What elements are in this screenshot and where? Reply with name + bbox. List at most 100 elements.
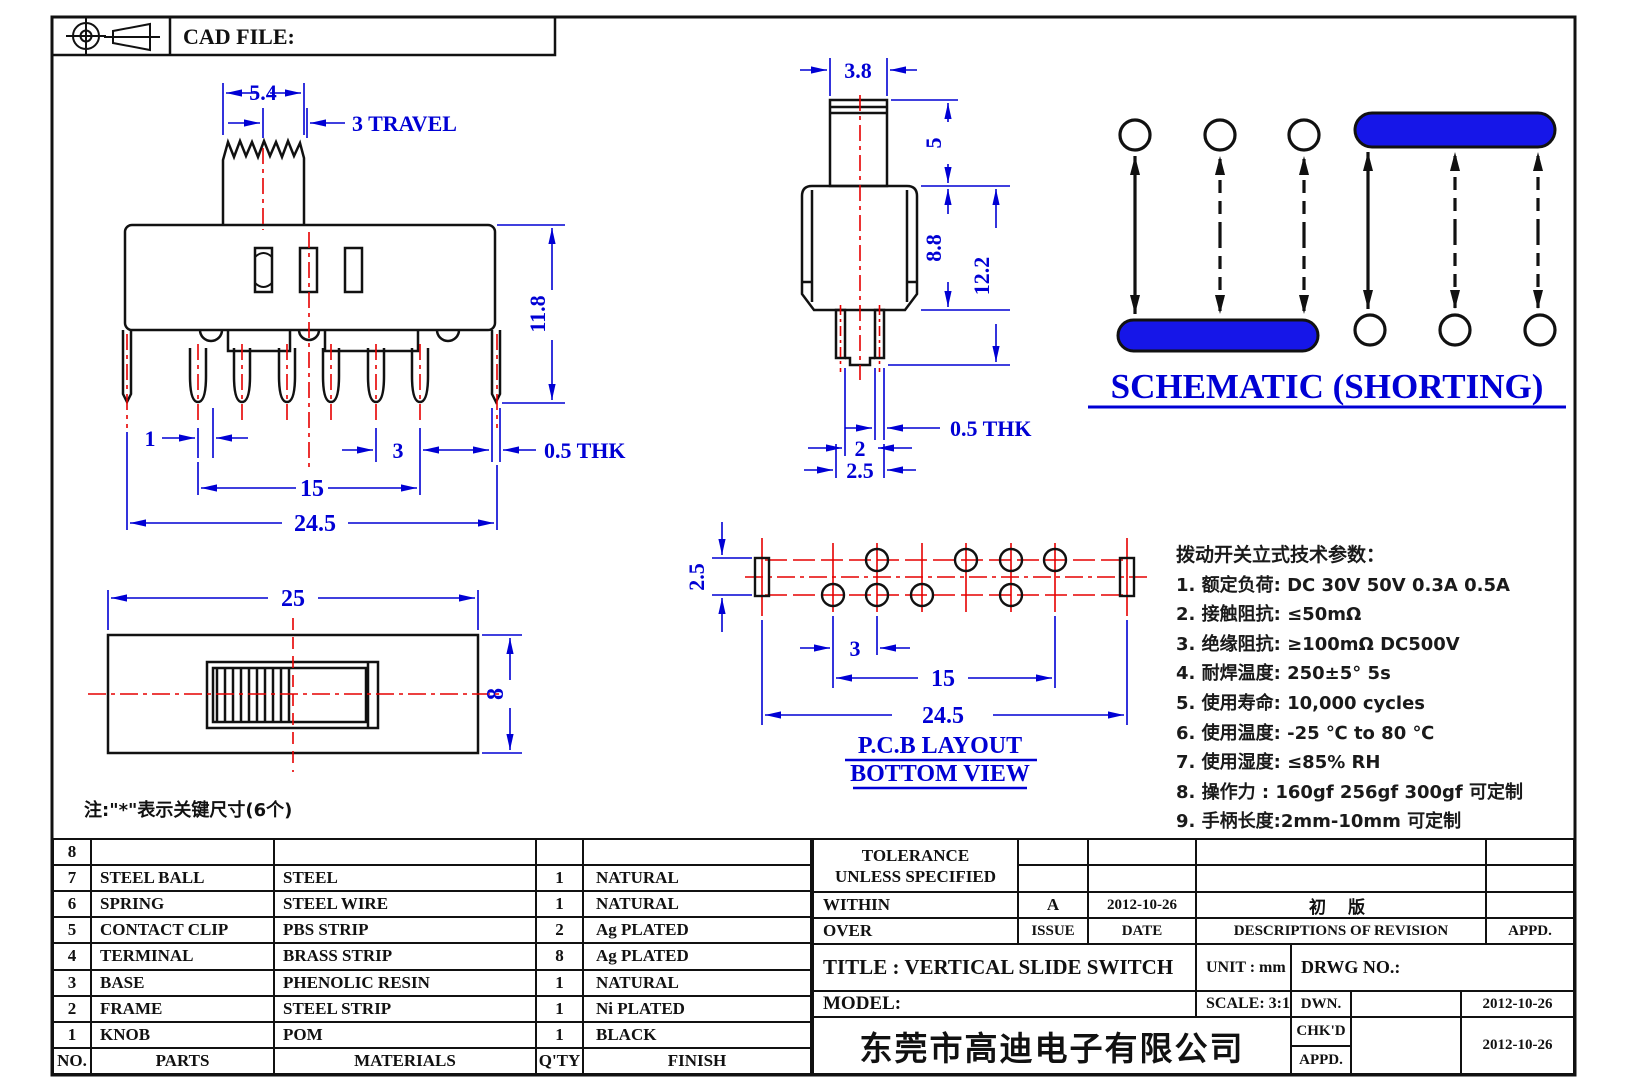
rev-cell-empty — [1087, 838, 1197, 866]
part-name — [92, 840, 275, 865]
rev-cell-empty — [1485, 838, 1575, 866]
part-finish: NATURAL — [584, 892, 812, 917]
pcb-centerlines — [745, 538, 1148, 616]
top-dim-height: 8 — [483, 688, 509, 700]
tolerance-line1: TOLERANCE — [861, 845, 970, 865]
part-qty: 1 — [537, 866, 584, 891]
part-name: TERMINAL — [92, 944, 275, 969]
table-row: 4 TERMINAL BRASS STRIP 8 Ag PLATED — [52, 944, 812, 971]
part-qty — [537, 840, 584, 865]
appd-label: APPD. — [1485, 917, 1575, 945]
tech-param-item: 6. 使用温度: -25 ℃ to 80 ℃ — [1176, 722, 1435, 744]
part-name: BASE — [92, 970, 275, 995]
side-view-centerlines — [839, 95, 881, 380]
tech-params-header: 拨动开关立式技术参数： — [1176, 544, 1386, 566]
part-material: PBS STRIP — [275, 918, 537, 943]
part-finish: Ag PLATED — [584, 944, 812, 969]
rev-description-value: 初 版 — [1195, 891, 1487, 919]
part-qty: 1 — [537, 1022, 584, 1047]
top-dim-width: 25 — [281, 586, 305, 612]
tolerance-line2: UNLESS SPECIFIED — [834, 866, 997, 886]
part-finish: NATURAL — [584, 970, 812, 995]
rev-date-value: 2012-10-26 — [1087, 891, 1197, 919]
key-dimension-note: 注:"*"表示关键尺寸(6个) — [84, 800, 293, 821]
schematic-title: SCHEMATIC (SHORTING) — [1111, 367, 1544, 406]
front-view-centerlines — [126, 148, 498, 470]
drwg-no-cell: DRWG NO.: — [1290, 943, 1575, 992]
pcb-holes — [753, 547, 1136, 608]
title-cell: TITLE : VERTICAL SLIDE SWITCH — [812, 943, 1197, 992]
part-name: CONTACT CLIP — [92, 918, 275, 943]
tech-param-item: 2. 接触阻抗: ≤50mΩ — [1176, 604, 1362, 626]
model-cell: MODEL: — [812, 990, 1197, 1018]
top-view-dimensions — [107, 590, 522, 754]
scale-cell: SCALE: 3:1 — [1195, 990, 1292, 1018]
part-name: KNOB — [92, 1022, 275, 1047]
parts-table-header-row: NO. PARTS MATERIALS Q'TY FINISH — [52, 1048, 812, 1075]
appd-signoff-label: APPD. — [1290, 1045, 1352, 1075]
part-qty: 1 — [537, 970, 584, 995]
part-no: 7 — [54, 866, 92, 891]
over-cell: OVER — [812, 917, 1019, 945]
dim-span-inner: 15 — [300, 476, 324, 502]
tolerance-cell: TOLERANCE UNLESS SPECIFIED — [812, 838, 1019, 893]
schematic-arrows — [1130, 152, 1543, 314]
top-view-centerlines — [88, 618, 500, 772]
schematic-contacts — [1118, 118, 1557, 347]
pcb-dim-inner: 15 — [931, 666, 955, 692]
dim-total-height: 12.2 — [969, 257, 994, 296]
table-row: 8 — [52, 838, 812, 867]
part-material: STEEL WIRE — [275, 892, 537, 917]
rev-cell-empty — [1195, 864, 1487, 893]
part-no: 4 — [54, 944, 92, 969]
part-no: 8 — [54, 840, 92, 865]
pcb-dim-outer: 24.5 — [922, 703, 964, 729]
dwn-label: DWN. — [1290, 990, 1352, 1018]
table-row: 1 KNOB POM 1 BLACK — [52, 1022, 812, 1049]
part-name: FRAME — [92, 996, 275, 1021]
rev-cell-empty — [1087, 864, 1197, 893]
part-material: POM — [275, 1022, 537, 1047]
part-no: 2 — [54, 996, 92, 1021]
part-material: PHENOLIC RESIN — [275, 970, 537, 995]
dim-pin-offset: 1 — [145, 426, 156, 451]
side-view-dimensions — [800, 58, 1010, 478]
dim-height: 11.8 — [525, 295, 550, 332]
side-view: 3.8 5 8.8 12.2 0.5 THK 2 2.5 — [800, 58, 1032, 483]
dim-pin-inner: 2 — [855, 436, 866, 461]
rev-cell-empty — [1485, 891, 1575, 919]
front-view: 5.4 3 TRAVEL 11.8 1 3 0.5 THK 15 24.5 — [121, 80, 626, 537]
tech-param-item: 7. 使用湿度: ≤85% RH — [1176, 752, 1381, 774]
rev-issue-value: A — [1017, 891, 1089, 919]
sheet-border — [50, 15, 1577, 1077]
col-finish: FINISH — [584, 1048, 812, 1073]
dwn-sign-cell — [1350, 990, 1462, 1018]
part-finish — [584, 840, 812, 865]
part-no: 6 — [54, 892, 92, 917]
part-material — [275, 840, 537, 865]
part-name: SPRING — [92, 892, 275, 917]
title-block: 8 7 STEEL BALL STEEL 1 NATURAL 6 SPRING … — [52, 838, 1575, 1075]
table-row: 2 FRAME STEEL STRIP 1 Ni PLATED — [52, 996, 812, 1023]
pcb-label-line1: P.C.B LAYOUT — [858, 733, 1022, 759]
table-row: 6 SPRING STEEL WIRE 1 NATURAL — [52, 892, 812, 919]
tech-params-block: 拨动开关立式技术参数： 1. 额定负荷: DC 30V 50V 0.3A 0.5… — [1176, 541, 1576, 837]
dim-knob-height: 5 — [921, 138, 946, 149]
tech-param-item: 3. 绝缘阻抗: ≥100mΩ DC500V — [1176, 633, 1460, 655]
pcb-layout: 2.5 3 15 24.5 P.C.B LAYOUT BOTTOM VIEW — [684, 522, 1148, 790]
company-name: 东莞市高迪电子有限公司 — [812, 1016, 1292, 1075]
part-no: 5 — [54, 918, 92, 943]
part-no: 1 — [54, 1022, 92, 1047]
col-no: NO. — [54, 1048, 92, 1073]
part-material: STEEL — [275, 866, 537, 891]
table-row: 5 CONTACT CLIP PBS STRIP 2 Ag PLATED — [52, 918, 812, 945]
part-material: STEEL STRIP — [275, 996, 537, 1021]
dim-side-thk: 0.5 THK — [950, 416, 1032, 441]
cad-file-label: CAD FILE: — [183, 24, 295, 49]
pcb-dimensions — [712, 522, 1128, 725]
part-qty: 1 — [537, 892, 584, 917]
dim-thk: 0.5 THK — [544, 438, 626, 463]
pcb-dim-pitch: 3 — [850, 636, 861, 661]
